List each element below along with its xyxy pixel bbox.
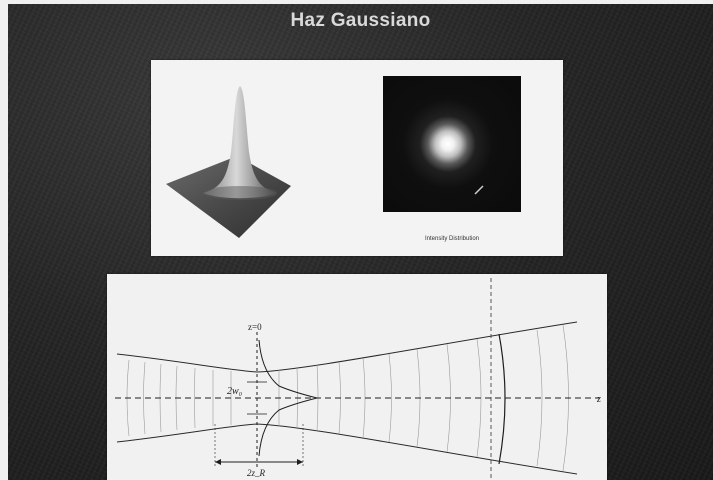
rayleigh-arrow-left [215,459,221,465]
speckle-mark [474,185,484,195]
slide-title: Haz Gaussiano [290,10,431,31]
label-z0: z=0 [248,322,262,332]
transverse-gaussian-profile [258,339,318,457]
peak-base-shadow [203,186,277,200]
beam-propagation-diagram: z=0 2w₀ z 2z_R [115,278,601,480]
label-z-axis: z [596,394,601,405]
intensity-distribution-image [383,76,521,212]
label-rayleigh: 2z_R [247,468,266,478]
wavefront-highlight [498,333,506,465]
beam-envelope-upper [116,321,578,373]
gaussian-peak [203,86,277,199]
rayleigh-arrow-right [297,459,303,465]
beam-envelope-lower [116,423,578,475]
beam-propagation-panel: z=0 2w₀ z 2z_R [107,274,607,480]
projected-slide: Haz Gaussiano [8,4,713,480]
label-waist: 2w₀ [227,386,243,397]
gaussian-profile-panel: Intensity Distribution [151,60,563,256]
gaussian-surface-figure [166,86,291,238]
intensity-caption: Intensity Distribution [424,236,480,242]
